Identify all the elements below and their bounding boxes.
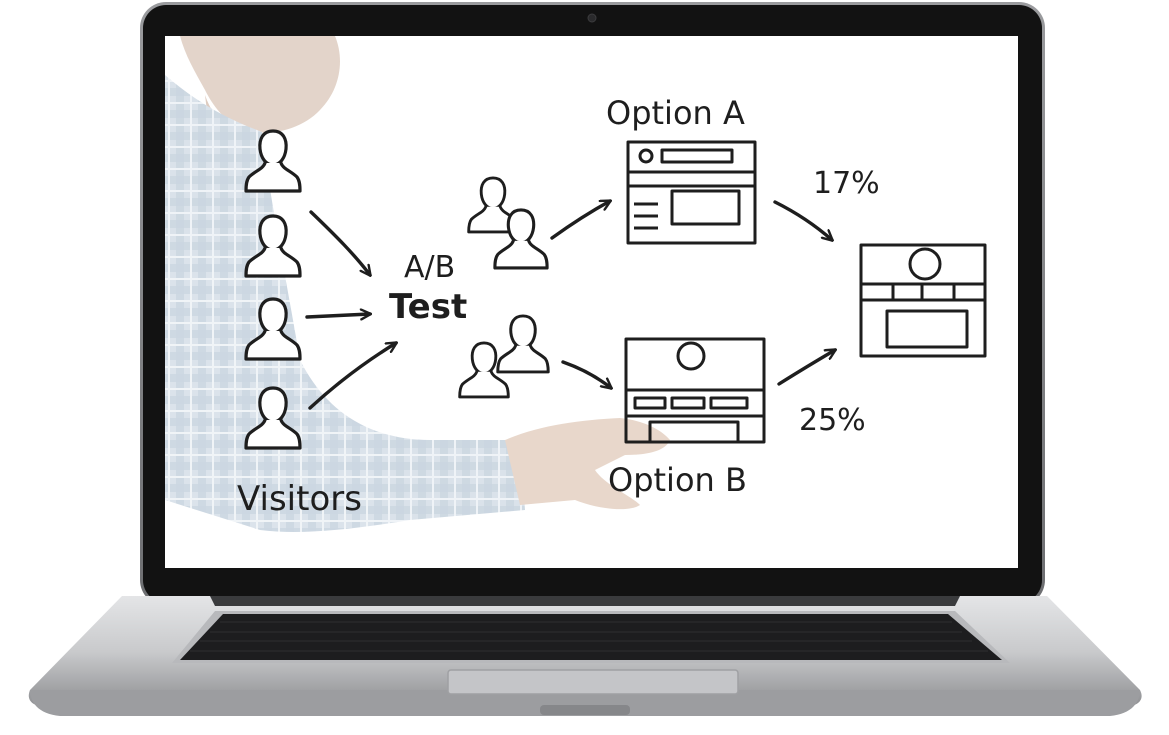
ab-label: A/B (404, 250, 455, 285)
test-label: Test (389, 287, 467, 327)
arrow-icon (309, 210, 370, 275)
arrow-icon (550, 199, 610, 240)
arrow-icon (561, 360, 611, 388)
arrow-icon (777, 350, 835, 386)
option-a-label: Option A (606, 94, 745, 132)
trackpad (447, 669, 739, 695)
webpage-wireframe-icon (626, 140, 757, 245)
laptop-base (28, 596, 1142, 716)
arrows (305, 199, 835, 410)
rate-b-label: 25% (799, 403, 866, 438)
rate-a-label: 17% (813, 166, 880, 201)
visitors-label: Visitors (237, 479, 362, 519)
result-wireframe (859, 243, 987, 358)
option-b-label: Option B (608, 461, 747, 499)
keyboard (172, 611, 1010, 663)
camera-icon (587, 13, 597, 23)
arrow-icon (305, 314, 370, 317)
screen: Visitors A/B Test Option A Option B 17% … (165, 36, 1018, 568)
option-b-wireframe (624, 337, 766, 444)
arrow-icon (773, 200, 832, 240)
arrow-icon (308, 343, 396, 410)
option-a-wireframe (626, 140, 757, 245)
